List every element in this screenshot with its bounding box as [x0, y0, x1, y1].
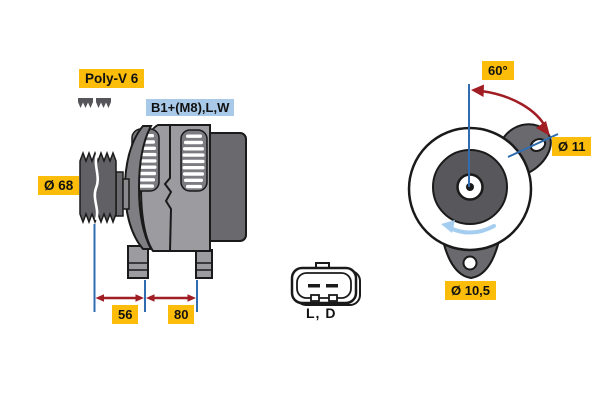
- front-mounting-foot: [127, 245, 149, 279]
- angle-arc-60: [480, 89, 548, 129]
- pulley: [79, 150, 117, 225]
- mount-angle-label: 60°: [482, 61, 514, 80]
- connector-pin-d: [326, 284, 338, 288]
- connector-bottom-tab-right: [328, 294, 338, 302]
- connector-inner-shell: [296, 272, 352, 299]
- hole-leader-line: [507, 133, 559, 158]
- mounting-hole-bottom: [462, 255, 478, 271]
- rotation-direction-arrow-icon: [441, 220, 496, 235]
- front-view-dimensions: [468, 84, 559, 187]
- poly-v-belt-profile-icon: [78, 98, 111, 108]
- pulley-break-line: [93, 153, 100, 221]
- rear-mounting-foot: [195, 249, 213, 279]
- hole-bottom-diameter-label: Ø 10,5: [445, 281, 497, 300]
- cooling-vents-rear: [180, 129, 208, 192]
- housing-joint-line: [163, 125, 173, 252]
- side-view-dimensions: [93, 224, 198, 312]
- front-bracket: [123, 125, 153, 250]
- dimension-80-label: 80: [168, 305, 195, 324]
- belt-type-label: Poly-V 6: [79, 69, 145, 88]
- alternator-side-view: [79, 124, 247, 279]
- hole-top-diameter-label: Ø 11: [552, 137, 592, 156]
- rear-cover: [204, 132, 247, 242]
- pulley-diameter-label: Ø 68: [38, 176, 80, 195]
- connector-pins-label: L, D: [306, 305, 337, 321]
- terminals-label: B1+(M8),L,W: [146, 99, 235, 116]
- shaft-spacer: [122, 178, 130, 210]
- connector-bottom-tab-left: [310, 294, 320, 302]
- dimension-56-label: 56: [112, 305, 139, 324]
- connector-diagram: [290, 262, 361, 306]
- connector-pin-l: [308, 284, 320, 288]
- foot-clamp-lines: [127, 262, 213, 271]
- alternator-front-view: [407, 123, 552, 280]
- shaft-hub: [115, 171, 124, 217]
